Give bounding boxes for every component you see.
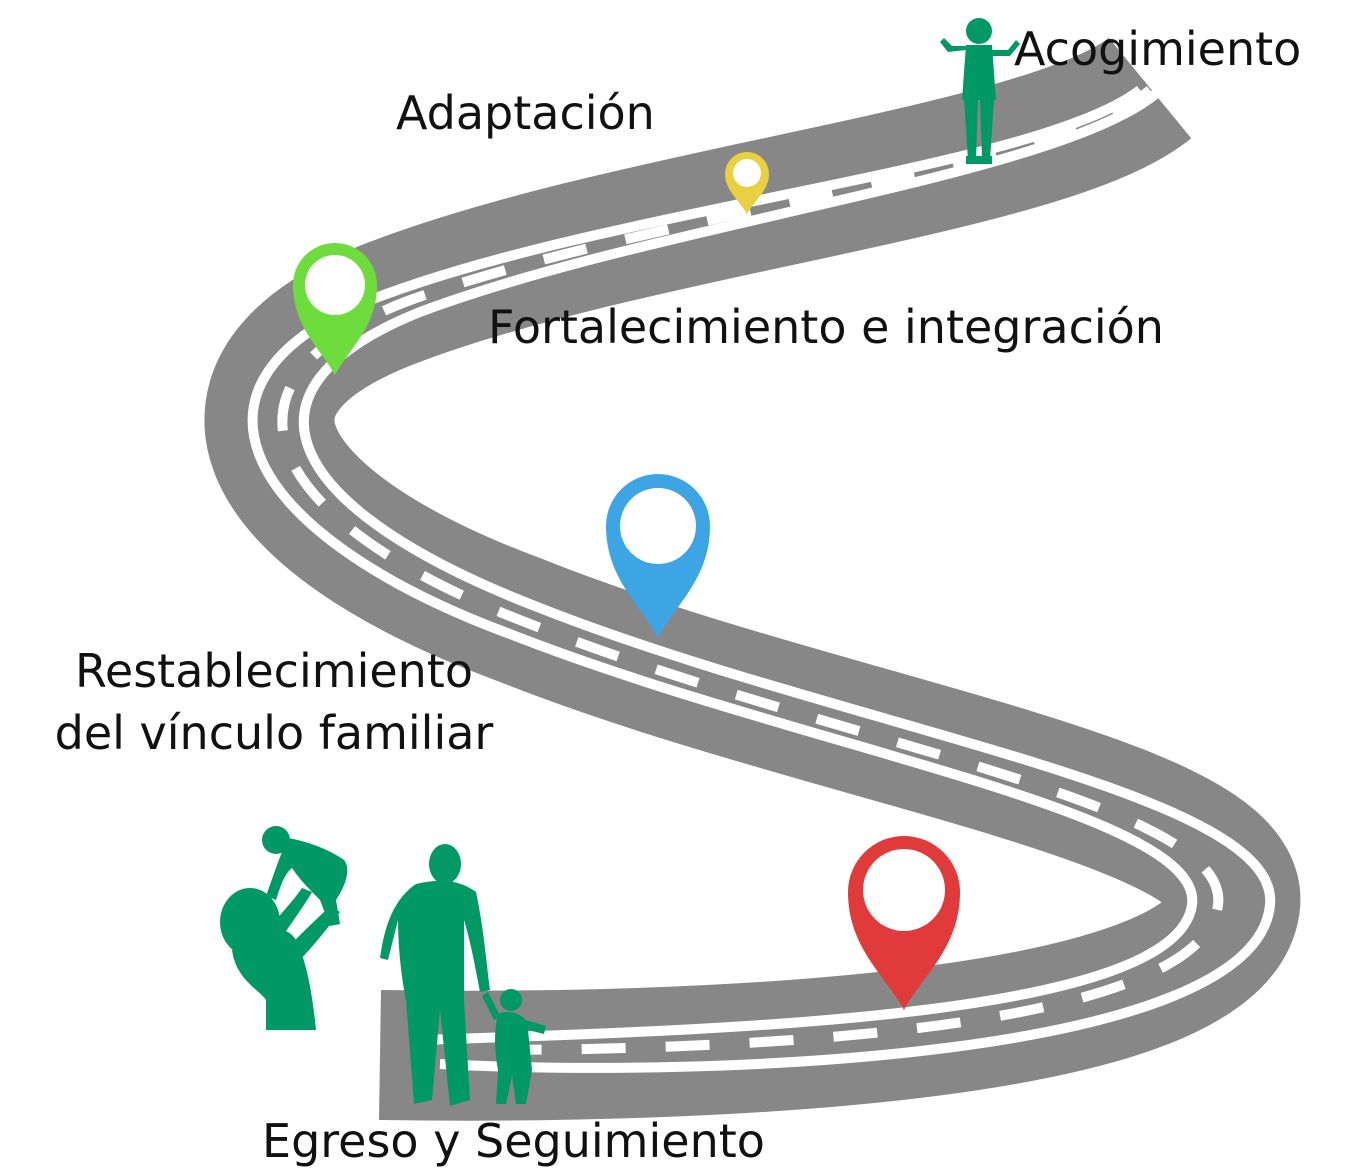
winding-road bbox=[204, 35, 1301, 1121]
stage-label-restablecimiento: Restablecimiento del vínculo familiar bbox=[14, 640, 534, 764]
stage-label-adaptacion: Adaptación bbox=[396, 86, 655, 140]
father-walking-with-toddler-icon bbox=[380, 844, 546, 1106]
stage-label-acogimiento: Acogimiento bbox=[1014, 22, 1302, 76]
location-pin-icon bbox=[848, 836, 960, 1010]
stage-label-restablecimiento-line1: Restablecimiento bbox=[75, 644, 473, 698]
stage-label-fortalecimiento: Fortalecimiento e integración bbox=[488, 300, 1164, 354]
road-edge-line-left bbox=[247, 86, 1198, 1045]
stage-label-egreso: Egreso y Seguimiento bbox=[262, 1114, 765, 1168]
road-edge-line-right bbox=[298, 88, 1276, 1073]
location-pin-icon bbox=[293, 243, 377, 375]
location-pin-icon bbox=[606, 474, 710, 638]
stage-label-restablecimiento-line2: del vínculo familiar bbox=[54, 706, 494, 761]
location-pin-icon bbox=[725, 152, 769, 214]
child-silhouette-icon bbox=[940, 18, 1020, 164]
mother-lifting-child-icon bbox=[220, 826, 348, 1030]
